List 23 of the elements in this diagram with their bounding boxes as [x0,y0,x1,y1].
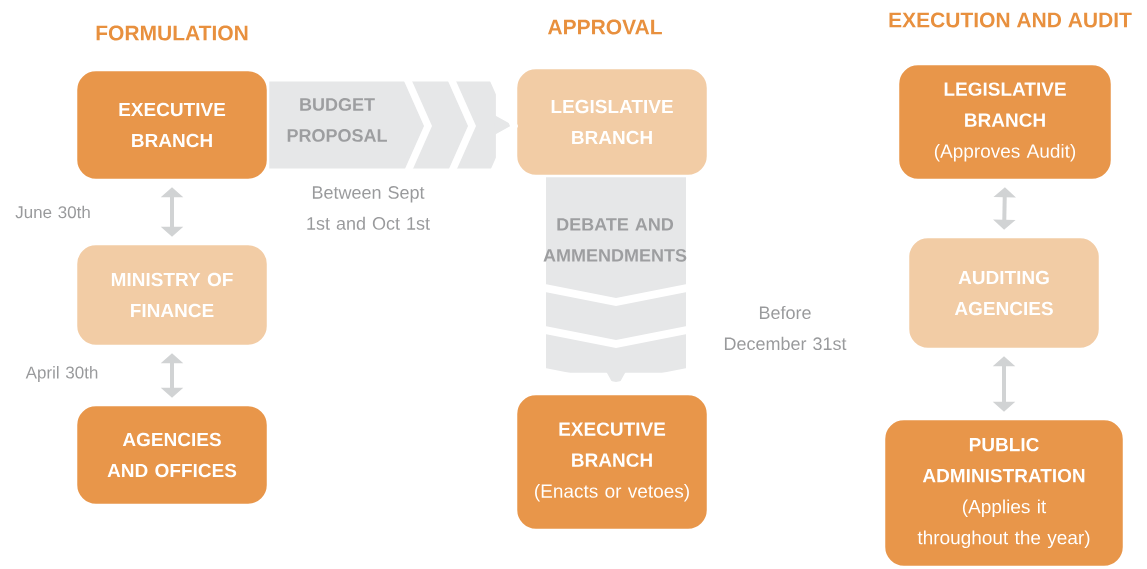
note-text: Between Sept 1st and Oct 1st [307,186,430,230]
edge-label: BUDGET PROPOSAL [287,98,387,142]
chevron-arrow [269,81,518,171]
double-arrow [160,353,184,398]
double-arrow [992,356,1016,412]
double-arrow [993,187,1016,230]
edge-label: DEBATE AND AMMENDMENTS [543,218,687,262]
process-box: PUBLIC ADMINISTRATION (Applies it throughout the year) [882,417,1126,569]
process-box: LEGISLATIVE BRANCH [514,66,710,178]
process-box: EXECUTIVE BRANCH [74,68,270,182]
edge-label: June 30th [15,205,90,219]
edge-label: April 30th [25,366,98,382]
process-box: LEGISLATIVE BRANCH (Approves Audit) [896,62,1114,182]
section-heading: EXECUTION AND AUDIT [889,12,1132,28]
process-box: EXECUTIVE BRANCH (Enacts or vetoes) [514,392,710,532]
note-text: Before December 31st [724,305,847,351]
process-box: MINISTRY OF FINANCE [74,242,270,348]
process-box: AUDITING AGENCIES [906,235,1102,351]
chevron-arrow [545,177,687,390]
section-heading: APPROVAL [547,19,662,35]
section-heading: FORMULATION [96,25,248,41]
double-arrow [160,187,184,237]
process-box: AGENCIES AND OFFICES [74,403,270,507]
